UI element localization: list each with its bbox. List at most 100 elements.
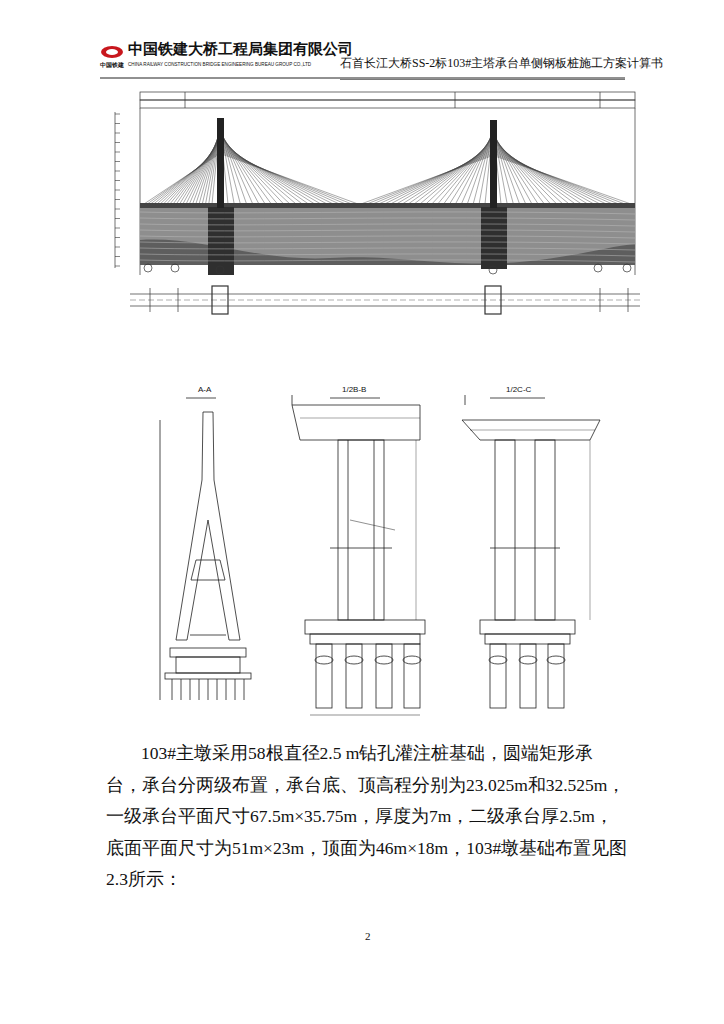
elevation-scale — [115, 123, 120, 124]
stay-cable — [170, 142, 220, 204]
plan-view — [628, 288, 629, 312]
stay-cable — [220, 145, 321, 204]
pile — [345, 656, 363, 664]
tower-section — [176, 657, 240, 673]
logo-text: 中国铁建 — [100, 62, 124, 69]
soil-lines — [140, 230, 635, 232]
pier-section — [590, 440, 591, 620]
plan-view — [178, 288, 179, 312]
pile — [547, 656, 565, 664]
pier-section — [374, 440, 375, 620]
tower-section — [160, 398, 251, 700]
stay-cable — [493, 146, 588, 204]
pile — [172, 679, 244, 700]
pier-section — [310, 634, 420, 644]
pier-section — [330, 548, 392, 549]
tower — [490, 120, 497, 208]
stay-cable — [167, 144, 220, 204]
stay-cable — [367, 154, 493, 204]
ground-section — [140, 203, 635, 275]
stay-cable — [147, 152, 220, 204]
section-label: A-A — [198, 385, 211, 394]
elevation-frame — [140, 92, 635, 100]
pier-section — [535, 440, 555, 620]
stay-cable — [493, 141, 569, 204]
pier-section — [350, 520, 395, 530]
stay-cable — [150, 151, 220, 204]
stay-cable — [396, 147, 493, 204]
pier-section — [310, 715, 420, 716]
elevation-frame — [600, 92, 601, 108]
stay-cable — [493, 147, 594, 204]
stay-cable — [420, 141, 493, 204]
stay-cable — [493, 140, 563, 204]
pile — [346, 644, 362, 708]
stay-cable — [493, 144, 581, 204]
tower-section — [170, 648, 246, 657]
stay-cable — [144, 153, 220, 204]
section-label: 1/2B-B — [342, 385, 366, 394]
pier-marker — [623, 264, 631, 272]
pier-section — [490, 548, 560, 549]
pier-marker — [594, 264, 602, 272]
stay-cable — [426, 140, 493, 204]
stay-cable — [432, 139, 493, 204]
pier-section — [490, 398, 545, 399]
soil-lines — [140, 212, 635, 262]
elevation-scale — [115, 190, 120, 191]
stay-cable — [220, 148, 333, 204]
elevation-scale — [115, 256, 120, 257]
tower-section — [176, 412, 240, 640]
pile — [489, 656, 507, 664]
stay-cable — [379, 151, 493, 204]
stay-cable — [220, 144, 315, 204]
stay-cable — [220, 149, 339, 204]
soil-lines — [140, 218, 635, 220]
pier-marker — [144, 264, 152, 272]
pier-section — [338, 440, 384, 620]
pile — [226, 679, 227, 700]
logo-emblem — [101, 46, 123, 58]
stay-cable — [160, 146, 220, 204]
pile — [190, 679, 191, 700]
pier-section — [485, 634, 570, 644]
elevation-frame — [185, 92, 186, 108]
tower-section — [160, 420, 161, 700]
pier-section — [480, 620, 575, 634]
pier-section — [292, 395, 425, 715]
pile — [548, 644, 564, 708]
elevation-scale — [115, 114, 120, 115]
plan-view — [130, 300, 640, 301]
pile — [208, 679, 209, 700]
elevation-scale — [115, 247, 120, 248]
stay-cable — [220, 141, 302, 204]
section-label: 1/2C-C — [506, 385, 531, 394]
ground-section — [208, 207, 234, 275]
plan-view — [150, 288, 151, 312]
pile — [217, 679, 218, 700]
elevation-scale — [115, 152, 120, 153]
stay-cable — [154, 149, 220, 204]
elevation-frame — [115, 92, 635, 275]
pile — [315, 644, 421, 708]
page-number: 2 — [365, 930, 371, 943]
logo-emblem — [101, 46, 123, 58]
pier-marker — [216, 266, 224, 274]
logo-emblem — [106, 49, 118, 55]
ground-section — [481, 207, 507, 269]
pile — [316, 644, 332, 708]
plan-view — [130, 286, 640, 314]
stay-cable — [176, 139, 220, 204]
stay-cable — [373, 153, 493, 204]
stay-cable — [402, 146, 493, 204]
pile — [520, 644, 536, 708]
pier-marker — [144, 264, 631, 274]
pile — [403, 656, 421, 664]
stay-cable — [493, 139, 557, 204]
stay-cable — [493, 155, 631, 204]
stay-cable — [220, 138, 290, 204]
elevation-scale — [115, 114, 120, 266]
tower-section — [165, 673, 251, 679]
stay-cable — [493, 148, 600, 204]
